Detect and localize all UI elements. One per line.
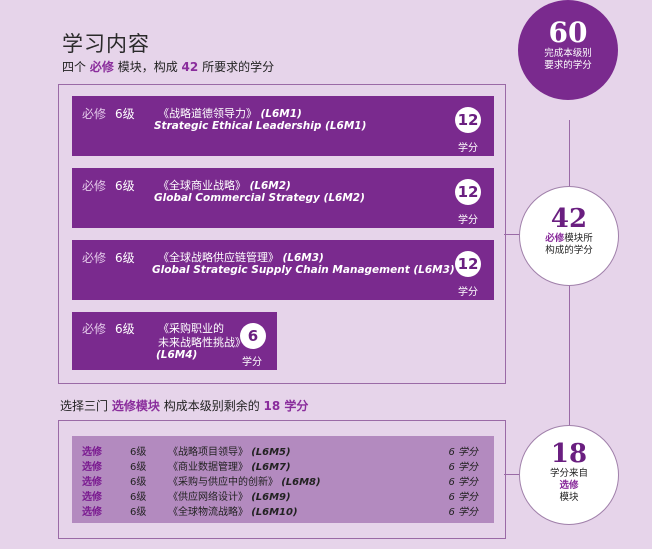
elective-credits-highlight: 选修 [559, 480, 579, 491]
elective-row-l6m9[interactable]: 选修 6级 《供应网络设计》 (L6M9) 6 学分 [82, 492, 478, 503]
elective-credits-circle: 18 学分来自 选修 模块 [519, 425, 619, 525]
module-level: 6级 [115, 107, 135, 121]
elective-credits-line1: 学分来自 [549, 468, 588, 479]
module-en-title: Global Strategic Supply Chain Management… [152, 264, 455, 276]
module-credit-badge: 12 [455, 251, 481, 277]
module-credit-badge: 6 [240, 323, 266, 349]
module-cn-title: 《全球商业战略》 (L6M2) [158, 179, 291, 192]
elective-credits-number: 18 [550, 439, 588, 469]
required-credits-number: 42 [550, 204, 588, 234]
total-credits-line2: 要求的学分 [544, 60, 592, 71]
connector-required [504, 234, 520, 235]
elective-credits-line3: 模块 [559, 492, 579, 503]
intro-number: 42 [181, 60, 199, 74]
module-credit-label: 学分 [458, 287, 478, 298]
module-cn-title: 《全球战略供应链管理》 (L6M3) [158, 251, 324, 264]
intro-prefix: 四个 [62, 60, 87, 74]
module-l6m2[interactable]: 必修 6级 《全球商业战略》 (L6M2) Global Commercial … [72, 168, 494, 228]
intro-middle: 模块，构成 [117, 60, 178, 74]
required-intro: 四个 必修 模块，构成 42 所要求的学分 [62, 58, 274, 75]
module-l6m1[interactable]: 必修 6级 《战略道德领导力》 (L6M1) Strategic Ethical… [72, 96, 494, 156]
module-level: 6级 [115, 322, 135, 336]
elective-row-l6m8[interactable]: 选修 6级 《采购与供应中的创新》 (L6M8) 6 学分 [82, 477, 478, 488]
required-credits-line2: 构成的学分 [545, 245, 593, 256]
elective-row-l6m5[interactable]: 选修 6级 《战略项目领导》 (L6M5) 6 学分 [82, 447, 478, 458]
module-req-label: 必修 [82, 179, 107, 193]
module-cn-line1: 《采购职业的 [158, 322, 224, 335]
module-cn-title: 《战略道德领导力》 (L6M1) [158, 107, 302, 120]
elective-frame [58, 420, 506, 539]
elective-row-l6m7[interactable]: 选修 6级 《商业数据管理》 (L6M7) 6 学分 [82, 462, 478, 473]
intro-suffix: 所要求的学分 [202, 60, 275, 74]
required-credits-line1: 必修模块所 [545, 233, 593, 244]
required-credits-circle: 42 必修模块所 构成的学分 [519, 186, 619, 286]
total-credits-circle: 60 完成本级别 要求的学分 [518, 0, 618, 100]
module-l6m3[interactable]: 必修 6级 《全球战略供应链管理》 (L6M3) Global Strategi… [72, 240, 494, 300]
module-req-label: 必修 [82, 251, 107, 265]
connector-elective [504, 474, 520, 475]
module-l6m4[interactable]: 必修 6级 《采购职业的 未来战略性挑战》 (L6M4) 6 学分 [72, 312, 277, 370]
intro-highlight: 必修 [89, 60, 114, 74]
module-credit-badge: 12 [455, 179, 481, 205]
module-en-title: Global Commercial Strategy (L6M2) [154, 192, 365, 204]
total-credits-number: 60 [548, 16, 588, 49]
module-en-title: Strategic Ethical Leadership (L6M1) [154, 120, 367, 132]
elective-row-l6m10[interactable]: 选修 6级 《全球物流战略》 (L6M10) 6 学分 [82, 507, 478, 518]
module-code: (L6M4) [156, 349, 198, 361]
module-level: 6级 [115, 251, 135, 265]
elective-header: 选择三门 选修模块 构成本级别剩余的 18 学分 [60, 399, 309, 413]
module-credit-label: 学分 [458, 143, 478, 154]
module-credit-label: 学分 [458, 215, 478, 226]
module-credit-badge: 12 [455, 107, 481, 133]
module-req-label: 必修 [82, 322, 107, 336]
module-credit-label: 学分 [242, 357, 262, 368]
module-cn-line2: 未来战略性挑战》 [158, 336, 246, 349]
elective-list: 选修 6级 《战略项目领导》 (L6M5) 6 学分 选修 6级 《商业数据管理… [72, 436, 494, 523]
page-title: 学习内容 [62, 32, 150, 56]
module-req-label: 必修 [82, 107, 107, 121]
total-credits-line1: 完成本级别 [544, 48, 592, 59]
module-level: 6级 [115, 179, 135, 193]
